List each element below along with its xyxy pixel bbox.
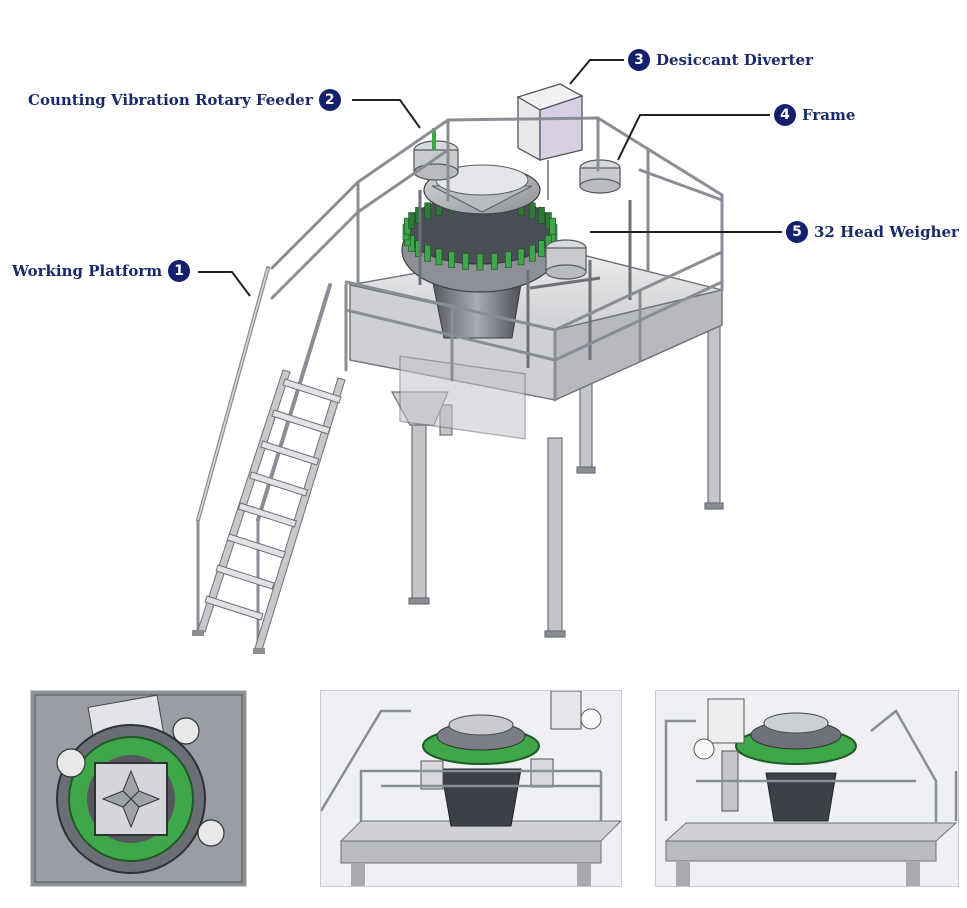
weigh-bucket	[435, 248, 443, 266]
stair-step	[260, 440, 320, 466]
weigh-bucket	[408, 212, 415, 229]
stair-step	[226, 533, 286, 559]
distribution-cross	[101, 769, 161, 829]
callout-label: 32 Head Weigher	[814, 223, 959, 241]
desiccant-diverter-box	[516, 83, 584, 200]
frame-structure	[418, 190, 632, 368]
stair-step	[282, 378, 342, 404]
weigh-bucket	[549, 217, 556, 235]
callout-frame: 4 Frame	[774, 104, 855, 126]
rotary-feeder-right	[579, 159, 621, 194]
weigh-bucket	[528, 244, 536, 262]
rotary-feeder-left	[413, 128, 459, 181]
weigh-bucket	[517, 248, 525, 266]
callout-badge: 5	[786, 221, 808, 243]
stair-steps	[204, 378, 342, 621]
leader-line-4	[617, 114, 770, 161]
weigh-bucket	[528, 202, 536, 220]
top-view	[30, 690, 247, 887]
leader-lines	[198, 59, 782, 297]
rotary-feeder-front	[545, 239, 587, 280]
callout-badge: 4	[774, 104, 796, 126]
leader-line-3	[569, 59, 624, 85]
stair-step	[248, 471, 309, 497]
callout-label: Desiccant Diverter	[656, 51, 813, 69]
callout-label: Counting Vibration Rotary Feeder	[28, 91, 313, 109]
callout-label: Frame	[802, 106, 856, 124]
stair-step	[215, 564, 275, 590]
weigh-bucket	[448, 251, 456, 268]
weigh-bucket	[491, 253, 498, 270]
weigh-bucket	[538, 207, 545, 224]
weigh-bucket	[476, 253, 484, 271]
callout-badge: 2	[318, 89, 341, 111]
stair-step	[237, 502, 298, 528]
weigh-bucket	[462, 253, 469, 270]
callout-rotary-feeder: Counting Vibration Rotary Feeder 2	[28, 89, 341, 111]
side-view-drawing	[656, 691, 958, 886]
callout-badge: 3	[628, 49, 650, 71]
guard-railing	[270, 116, 724, 402]
side-view	[655, 690, 959, 887]
weigh-bucket	[424, 244, 432, 262]
stair-step	[204, 595, 264, 621]
leader-line-2	[352, 99, 421, 129]
callout-head-weigher: 5 32 Head Weigher	[786, 221, 959, 243]
callout-desiccant-diverter: 3 Desiccant Diverter	[628, 49, 813, 71]
weigh-bucket	[504, 251, 512, 268]
isometric-main-view	[192, 59, 782, 654]
top-view-drawing	[34, 694, 243, 883]
leader-line-1	[198, 271, 251, 297]
weigh-bucket	[424, 202, 432, 220]
callout-badge: 1	[168, 260, 191, 282]
weigh-bucket	[538, 240, 545, 257]
stair-step	[271, 409, 331, 435]
callout-working-platform: Working Platform 1	[12, 260, 191, 282]
callout-label: Working Platform	[12, 262, 163, 280]
front-view-drawing	[321, 691, 621, 886]
access-stair	[192, 266, 346, 654]
front-view	[320, 690, 622, 887]
weigher-body	[401, 164, 559, 293]
